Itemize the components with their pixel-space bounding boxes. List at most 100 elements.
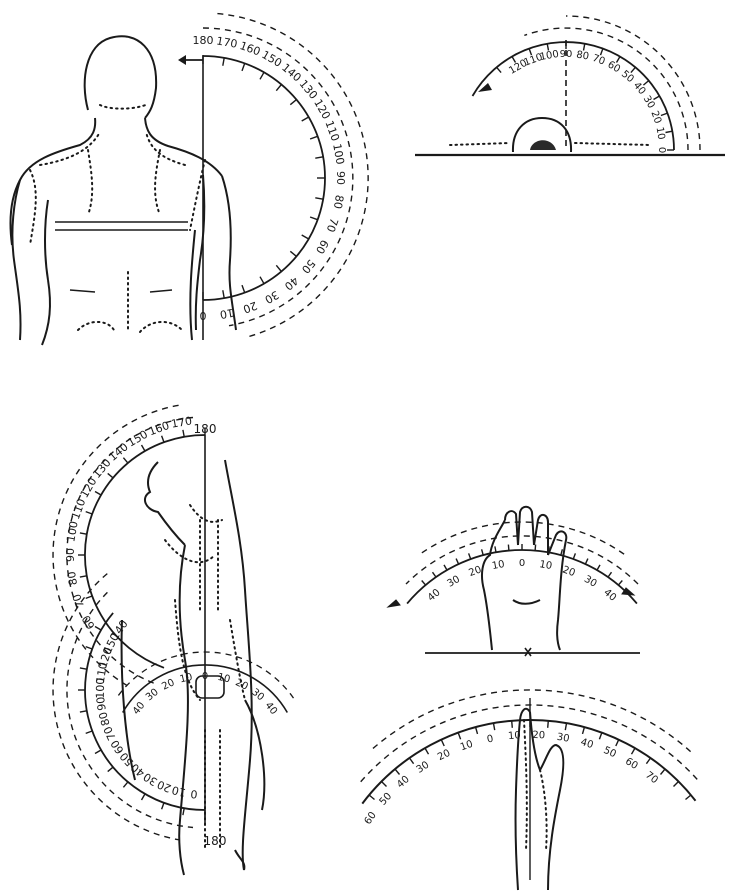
scale-label: 80 (65, 570, 80, 586)
scale-tick (508, 545, 509, 551)
scale-tick (80, 533, 87, 534)
scale-label: 180 (193, 34, 214, 47)
scale-tick (142, 794, 146, 800)
scale-tick (242, 63, 245, 71)
scale-label: 70 (591, 53, 607, 68)
scale-label: 60 (313, 237, 331, 256)
scale-tick (223, 290, 224, 298)
scale-tick (382, 782, 387, 787)
panel-shoulder-side: 1701601501401301201101009080706018014015… (53, 405, 293, 875)
scale-label: 60 (363, 810, 379, 827)
scale-label: 10 (179, 672, 194, 686)
scale-tick (561, 549, 563, 555)
scale-tick (608, 572, 612, 577)
scale-tick (123, 782, 128, 787)
neck-protractor-labels: 1201101009080706050403020100 (507, 49, 667, 153)
scale-tick (458, 733, 460, 740)
scale-tick (482, 549, 484, 555)
scale-label: 50 (299, 257, 318, 276)
dashed-arc (203, 28, 353, 326)
scale-tick (80, 576, 87, 577)
scale-label: 80 (331, 194, 346, 210)
scale-label: 100 (94, 678, 107, 699)
scale-label: 160 (147, 419, 171, 438)
scale-label: 60 (623, 756, 640, 772)
scale-arc (473, 42, 675, 150)
scale-tick (369, 795, 374, 800)
scale-label: 40 (601, 587, 618, 604)
scale-tick (646, 758, 650, 764)
scale-label: 40 (263, 700, 280, 717)
scale-tick (643, 81, 648, 86)
scale-tick (260, 72, 264, 79)
scale-label: 160 (238, 39, 262, 58)
scale-tick (95, 492, 101, 496)
scale-tick (80, 668, 87, 669)
scale-label: 10 (538, 559, 552, 572)
scale-tick (547, 44, 548, 51)
hand-top-labels: 40302010010203040 (426, 558, 618, 604)
scale-tick (95, 750, 101, 754)
scale-label: 60 (79, 613, 97, 632)
side-figure (122, 460, 265, 875)
scale-tick (86, 647, 93, 649)
scale-label: 0 (519, 558, 525, 569)
scale-tick (469, 553, 471, 559)
scale-label: 90 (334, 171, 347, 185)
scale-label: 170 (170, 414, 193, 430)
scale-label: 150 (259, 48, 284, 70)
scale-tick (573, 553, 575, 559)
scale-label: 100 (330, 143, 346, 166)
scale-label-bottom: 180 (204, 834, 227, 848)
scale-label: 30 (556, 732, 570, 745)
scale-tick (631, 67, 636, 72)
scale-label: 40 (631, 80, 648, 97)
scale-label: 60 (605, 59, 622, 75)
scale-label-top: 180 (194, 422, 217, 436)
scale-tick (242, 285, 245, 293)
scale-label: 40 (282, 274, 301, 293)
scale-label: 170 (215, 34, 238, 50)
scale-label: 0 (486, 734, 494, 746)
scale-tick (290, 251, 296, 256)
scale-tick (108, 767, 113, 772)
scale-label: 30 (445, 574, 462, 590)
scale-tick (315, 157, 323, 158)
scale-tick (494, 723, 495, 730)
hand-side-labels: 605040302010010203040506070 (363, 730, 660, 827)
scale-label: 70 (643, 770, 660, 787)
scale-tick (310, 136, 318, 139)
scale-label: 20 (160, 677, 176, 692)
scale-label: 30 (144, 687, 161, 704)
scale-tick (497, 67, 502, 72)
scale-tick (310, 217, 318, 220)
scale-label: 50 (378, 791, 395, 808)
scale-label: 50 (602, 745, 618, 760)
scale-label: 40 (426, 587, 443, 604)
scale-tick (444, 565, 447, 570)
scale-label: 130 (90, 456, 113, 480)
scale-tick (535, 545, 536, 551)
scale-label: 140 (106, 440, 130, 463)
scale-tick (433, 572, 437, 577)
scale-tick (617, 57, 621, 63)
scale-label: 40 (395, 774, 412, 791)
scale-label: 0 (190, 787, 198, 801)
scale-label: 130 (297, 77, 320, 101)
side-protractor-labels: 1701601501401301201101009080706018014015… (64, 414, 279, 848)
dashed-arc (566, 16, 700, 150)
scale-tick (512, 57, 516, 63)
scale-tick (290, 100, 296, 105)
scale-tick (601, 49, 603, 56)
scale-label: 20 (241, 299, 259, 316)
arrowhead-icon (178, 55, 186, 65)
scale-tick (686, 795, 691, 800)
scale-tick (441, 740, 444, 746)
supine-head (450, 118, 650, 152)
scale-tick (476, 727, 478, 734)
scale-tick (162, 436, 164, 443)
